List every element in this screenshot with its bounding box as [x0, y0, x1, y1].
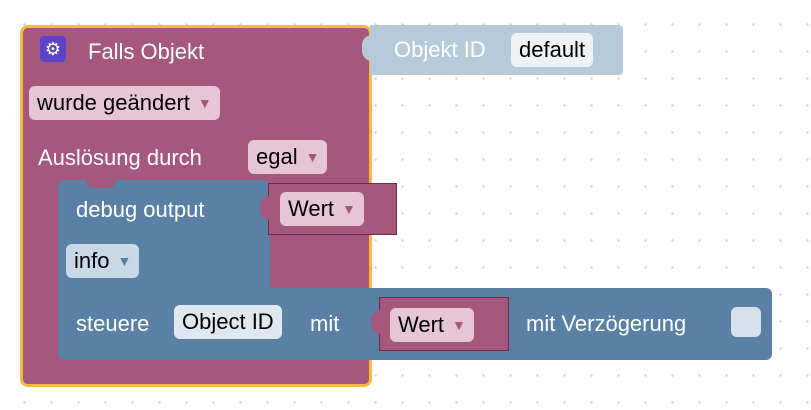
debug-output-block[interactable]: debug output info ▼: [58, 180, 270, 290]
chevron-down-icon: ▼: [117, 253, 132, 269]
debug-level-label: info: [74, 248, 110, 273]
block-notch: [86, 180, 116, 188]
control-steuere-label: steuere: [76, 311, 150, 336]
debug-value-label: Wert: [288, 196, 335, 221]
object-id-value: default: [519, 37, 586, 62]
control-value-block[interactable]: Wert ▼: [371, 297, 509, 351]
trigger-dropdown-label: egal: [256, 144, 298, 169]
event-dropdown[interactable]: wurde geändert ▼: [29, 86, 220, 120]
delay-checkbox[interactable]: [731, 307, 761, 337]
chevron-down-icon: ▼: [197, 95, 212, 111]
control-mit-label: mit: [310, 311, 340, 336]
object-id-block[interactable]: Objekt ID default: [362, 25, 623, 75]
control-value-label: Wert: [398, 312, 445, 337]
debug-output-label: debug output: [76, 197, 205, 222]
chevron-down-icon: ▼: [305, 149, 320, 165]
trigger-dropdown[interactable]: egal ▼: [248, 140, 328, 174]
debug-value-dropdown[interactable]: Wert ▼: [280, 192, 364, 226]
chevron-down-icon: ▼: [452, 317, 466, 333]
trigger-label: Auslösung durch: [38, 145, 202, 170]
chevron-down-icon: ▼: [342, 201, 356, 217]
control-object-field[interactable]: Object ID: [174, 305, 282, 339]
control-object-value: Object ID: [182, 309, 274, 334]
object-id-field[interactable]: default: [511, 33, 594, 67]
event-dropdown-label: wurde geändert: [37, 90, 190, 115]
object-id-label: Objekt ID: [394, 37, 486, 62]
control-delay-label: mit Verzögerung: [526, 311, 687, 336]
debug-value-block[interactable]: Wert ▼: [260, 183, 397, 235]
block-notch: [86, 288, 116, 296]
gear-icon[interactable]: ⚙: [40, 36, 66, 62]
trigger-title: Falls Objekt: [88, 39, 205, 64]
debug-level-dropdown[interactable]: info ▼: [66, 244, 140, 278]
control-value-dropdown[interactable]: Wert ▼: [390, 308, 474, 342]
